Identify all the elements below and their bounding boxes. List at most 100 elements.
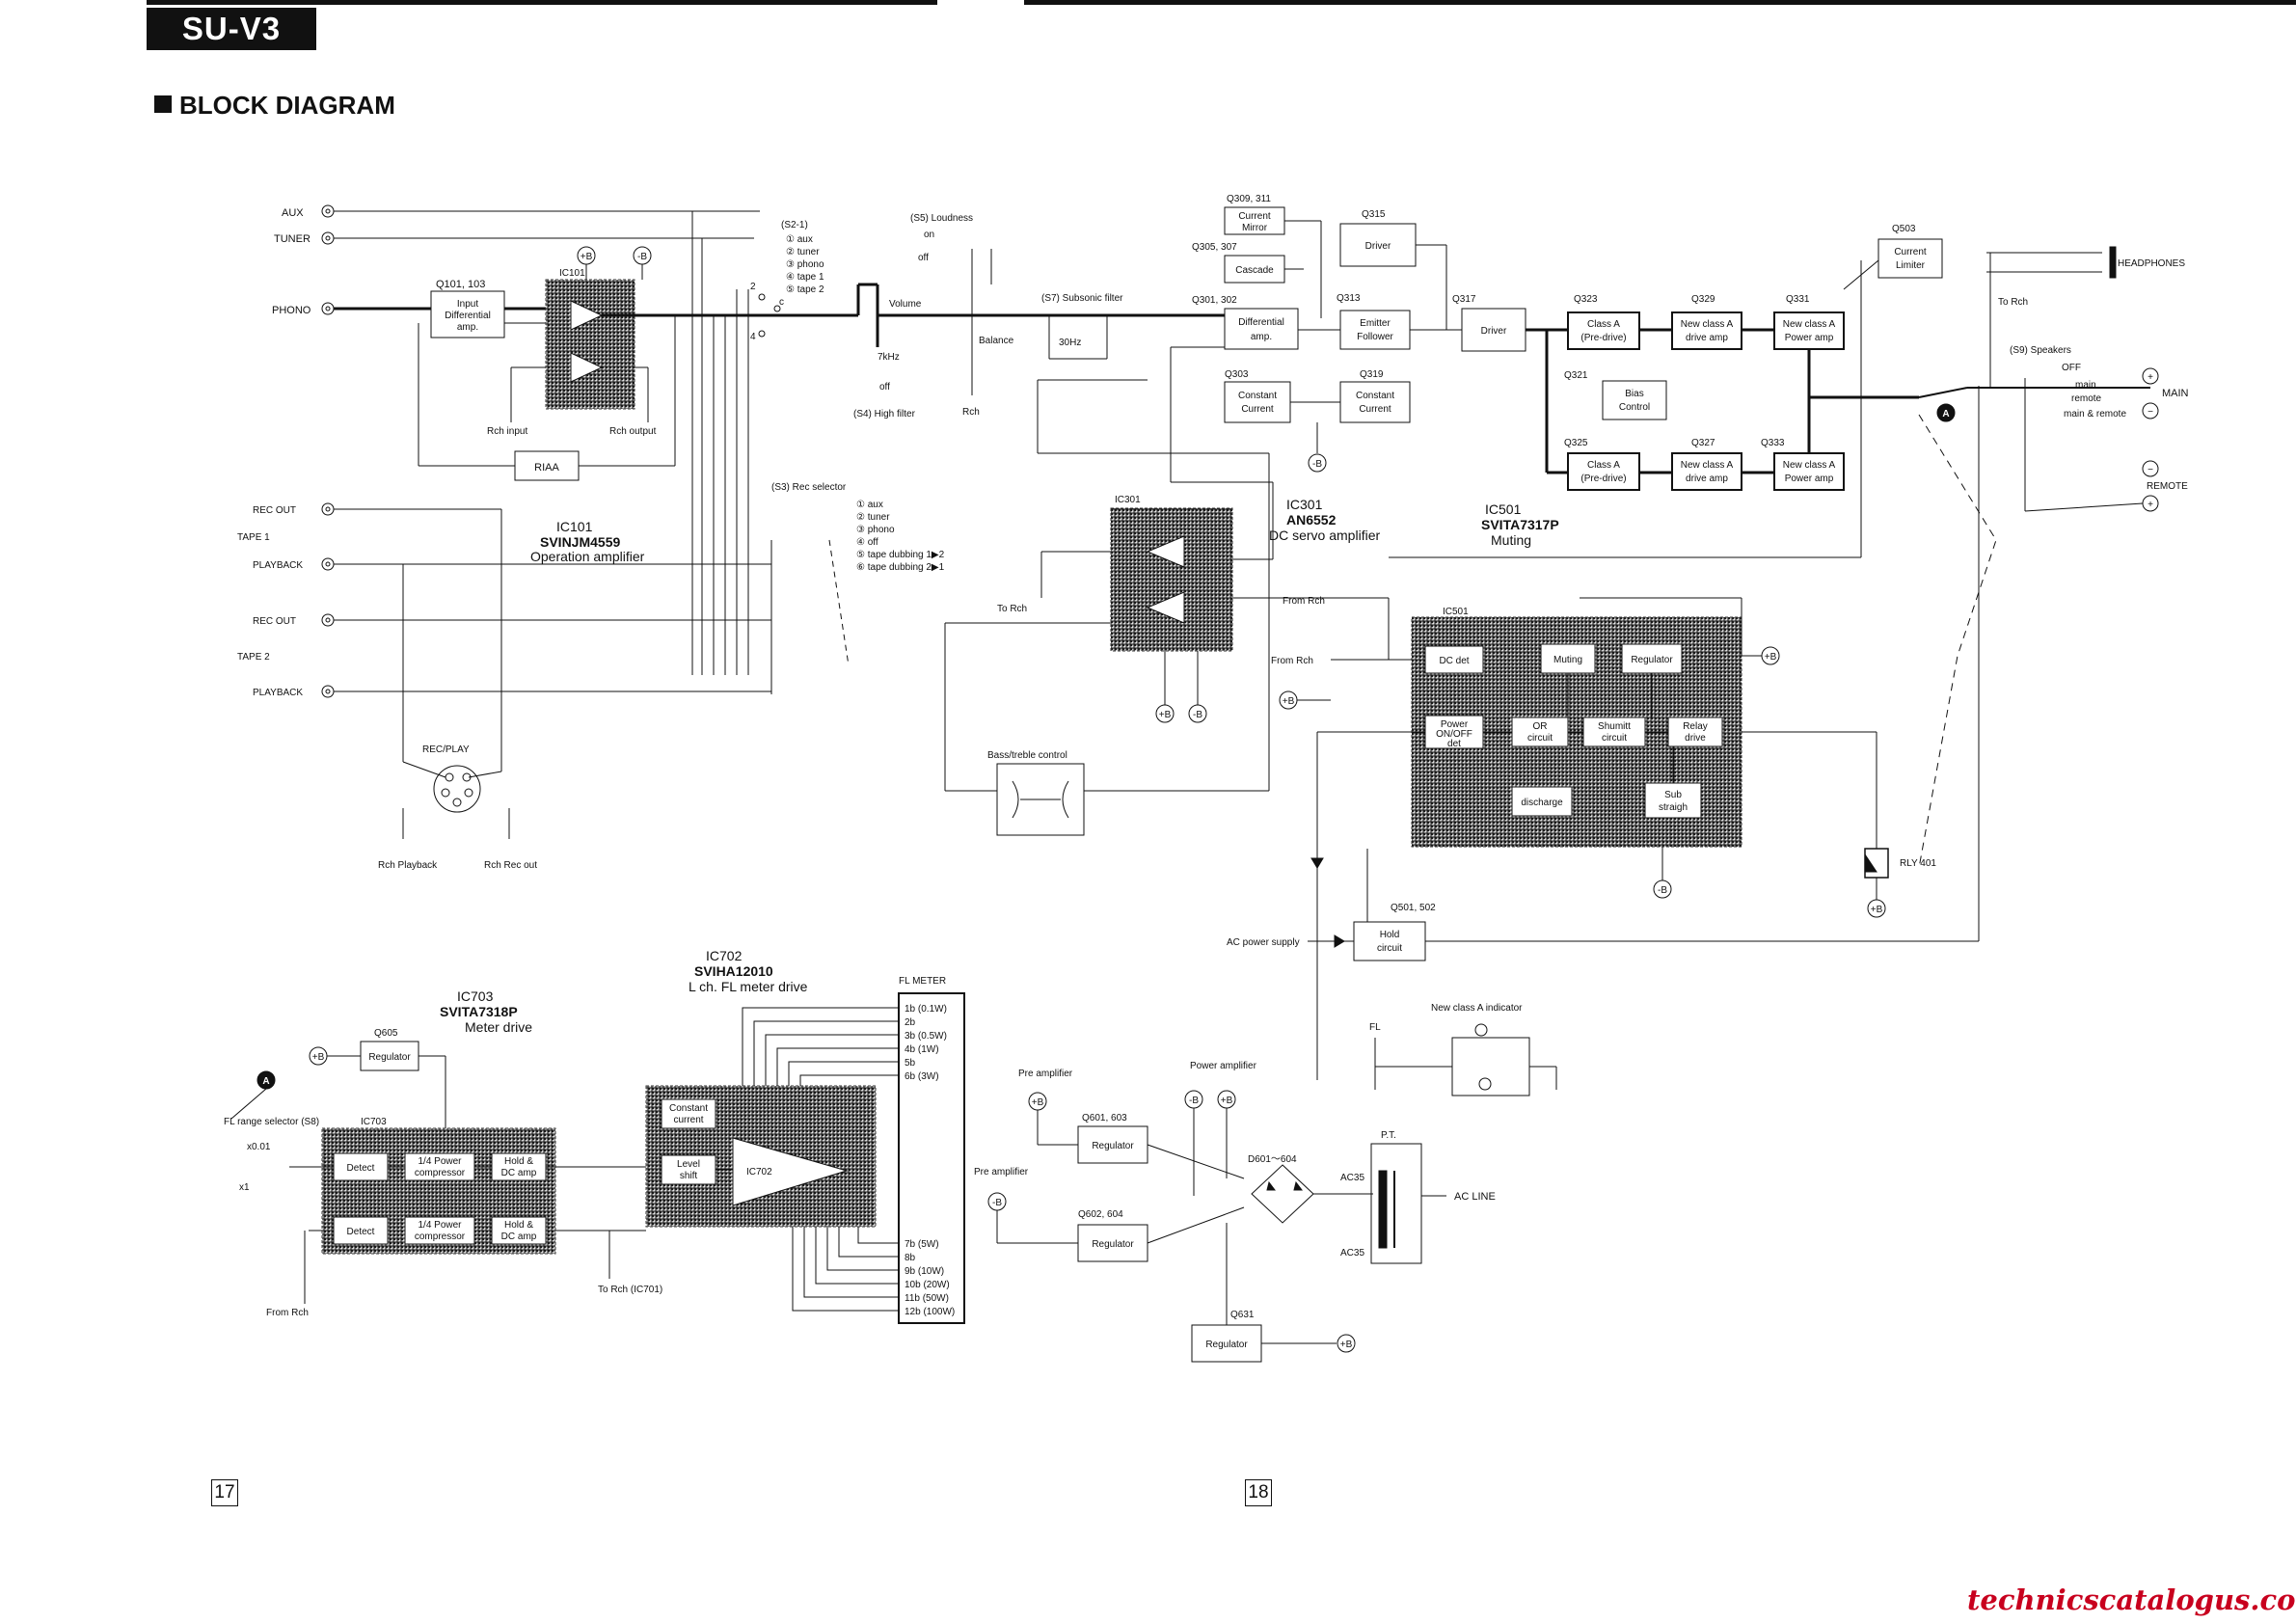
svg-text:Bias: Bias <box>1625 389 1643 399</box>
section-title: BLOCK DIAGRAM <box>179 91 395 120</box>
khz7-label: 7kHz <box>878 352 900 363</box>
speaker-outputs: A (S9) Speakers OFF main remote main & r… <box>1918 246 2189 512</box>
page-number-left: 17 <box>211 1479 238 1506</box>
dc-det-label: DC det <box>1439 656 1469 666</box>
power-amp-label: Power amplifier <box>1190 1061 1257 1071</box>
s2-item-5: ⑤ tape 2 <box>786 284 824 295</box>
svg-text:Class A: Class A <box>1587 460 1620 471</box>
top-rule-right <box>1024 0 2296 5</box>
from-rch-meter: From Rch <box>266 1308 309 1318</box>
ac-line-label: AC LINE <box>1454 1191 1496 1203</box>
s3-item-1: ① aux <box>856 500 883 510</box>
ic702-ref: IC702 <box>706 948 743 963</box>
page-number-right: 18 <box>1245 1479 1272 1506</box>
q309-label: Q309, 311 <box>1227 194 1271 204</box>
aux-jack: AUX <box>282 204 760 219</box>
fl-level-7: 7b (5W) <box>905 1239 939 1250</box>
ic301-desc: DC servo amplifier <box>1269 528 1380 543</box>
phono-label: PHONO <box>272 305 311 316</box>
svg-text:Level: Level <box>677 1159 700 1170</box>
s3-rec-selector: (S3) Rec selector ① aux ② tuner ③ phono … <box>770 482 945 694</box>
s5-on: on <box>924 230 934 240</box>
relay-dashed-link <box>1918 414 1997 869</box>
svg-text:Shumitt: Shumitt <box>1598 721 1631 732</box>
tuner-jack: TUNER <box>274 231 754 245</box>
q605-label: Q605 <box>374 1028 398 1039</box>
svg-text:-B: -B <box>637 252 647 262</box>
aux-label: AUX <box>282 207 304 219</box>
ic702-part: SVIHA12010 <box>694 963 773 979</box>
q331-label: Q331 <box>1786 294 1810 305</box>
s2-item-3: ③ phono <box>786 259 824 270</box>
ac-power-label: AC power supply <box>1227 937 1300 948</box>
fl-level-9: 9b (10W) <box>905 1266 944 1277</box>
svg-text:2: 2 <box>750 282 756 292</box>
input-diff-label: Input <box>457 299 478 310</box>
s4-label: (S4) High filter <box>853 409 916 420</box>
ic101-block: IC101 IC101 SVINJM4559 Operation amplifi… <box>530 246 733 564</box>
svg-text:drive amp: drive amp <box>1686 333 1728 343</box>
ic501-block: IC501 SVITA7317P Muting IC501 DC det Mut… <box>1232 260 1877 899</box>
pre-amp-label-2: Pre amplifier <box>974 1167 1029 1177</box>
svg-text:Sub: Sub <box>1664 790 1682 800</box>
rec-play-din: REC/PLAY Rch Playback Rch Rec out <box>378 744 537 871</box>
s9-label: (S9) Speakers <box>2010 345 2071 356</box>
svg-text:+B: +B <box>312 1052 325 1063</box>
regulator-602-label: Regulator <box>1092 1239 1134 1250</box>
svg-text:Current: Current <box>1238 211 1271 222</box>
ic101-ref-box: IC101 <box>559 268 585 279</box>
svg-text:+B: +B <box>1765 652 1777 663</box>
s2-item-1: ① aux <box>786 234 813 245</box>
s5-label: (S5) Loudness <box>910 213 973 224</box>
s2-label: (S2-1) <box>781 220 808 230</box>
cascade-label: Cascade <box>1235 265 1274 276</box>
svg-text:-B: -B <box>1658 885 1667 896</box>
svg-text:amp.: amp. <box>1251 332 1272 342</box>
fl-label: FL <box>1369 1022 1381 1033</box>
q315-driver: Q315 Driver <box>1284 209 1417 318</box>
to-rch-ic701: To Rch (IC701) <box>598 1285 662 1295</box>
ic301-part: AN6552 <box>1286 512 1337 528</box>
s2-switch: (S2-1) ① aux ② tuner ③ phono ④ tape 1 ⑤ … <box>781 220 824 295</box>
s2-item-2: ② tuner <box>786 247 820 257</box>
ic703-ref-box: IC703 <box>361 1117 387 1127</box>
svg-text:Constant: Constant <box>1356 391 1394 401</box>
ic703-desc: Meter drive <box>465 1019 532 1035</box>
volume-label: Volume <box>889 299 922 310</box>
q313-emitter-follower: Q313 Emitter Follower <box>1298 244 1447 350</box>
ac35-bottom: AC35 <box>1340 1248 1364 1259</box>
svg-text:1/4 Power: 1/4 Power <box>418 1156 462 1167</box>
q325-label: Q325 <box>1564 438 1588 448</box>
s3-item-6: ⑥ tape dubbing 2▶1 <box>856 562 945 573</box>
s3-label: (S3) Rec selector <box>771 482 847 493</box>
q601-label: Q601, 603 <box>1082 1113 1127 1123</box>
svg-text:compressor: compressor <box>415 1168 466 1178</box>
section-bullet <box>154 95 172 113</box>
driver-1-label: Driver <box>1365 241 1391 252</box>
ic501-ref: IC501 <box>1485 501 1522 517</box>
svg-text:circuit: circuit <box>1377 943 1402 954</box>
q101-label: Q101, 103 <box>436 279 485 290</box>
regulator-501-label: Regulator <box>1631 655 1673 665</box>
volume-control: Volume (S4) High filter 7kHz off <box>779 283 1186 420</box>
q303-constant-current: Q303 Constant Current <box>1224 369 1291 423</box>
svg-text:+B: +B <box>581 252 593 262</box>
svg-text:Hold: Hold <box>1380 930 1400 940</box>
pt-label: P.T. <box>1381 1130 1396 1141</box>
selector-bus: 2 4 c <box>691 211 784 675</box>
connector-a-2: A <box>262 1076 269 1087</box>
q333-power-amp: Q333 New class A Power amp <box>1761 349 1919 491</box>
discharge-label: discharge <box>1521 798 1563 808</box>
pre-amp-label-1: Pre amplifier <box>1018 1069 1073 1079</box>
svg-text:Differential: Differential <box>445 311 491 321</box>
svg-text:4: 4 <box>750 332 756 342</box>
q309-current-mirror: Q309, 311 Current Mirror <box>1224 194 1285 235</box>
q313-label: Q313 <box>1337 293 1361 304</box>
ic301-from-rch: From Rch <box>1283 596 1325 607</box>
q327-label: Q327 <box>1691 438 1715 448</box>
s5-off: off <box>918 253 929 263</box>
balance-label: Balance <box>979 336 1014 346</box>
svg-text:+B: +B <box>1221 1096 1233 1106</box>
s7-label: (S7) Subsonic filter <box>1041 293 1123 304</box>
connector-a-1: A <box>1942 409 1949 420</box>
